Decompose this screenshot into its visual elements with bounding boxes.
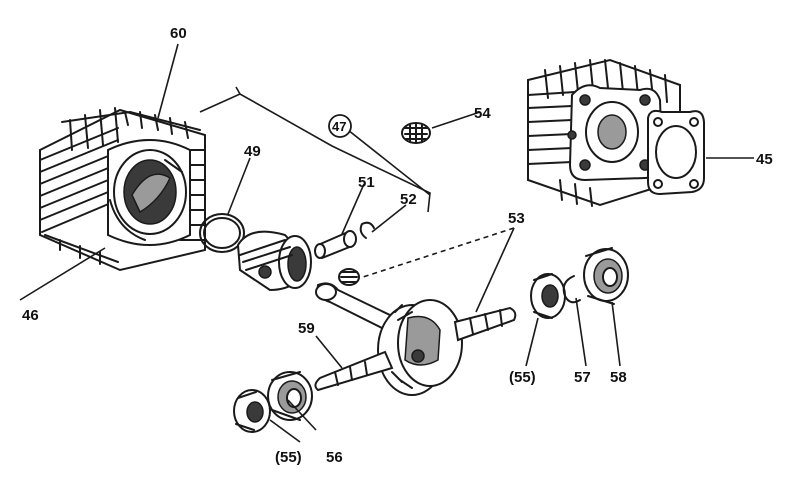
bearing-right-outer (530, 273, 566, 319)
kit-circle (328, 114, 352, 138)
needle-bearing-small (401, 122, 431, 144)
crankshaft-assembly (314, 268, 517, 396)
label-60: 60 (170, 25, 187, 42)
cylinder-left (39, 107, 206, 272)
piston-pin (314, 230, 357, 260)
piston-ring (199, 213, 245, 253)
bearing-left (267, 371, 313, 421)
bearing-left-outer (233, 389, 271, 433)
label-57: 57 (574, 369, 591, 386)
leader-lines (19, 43, 754, 443)
label-55-right: (55) (509, 369, 536, 386)
label-46: 46 (22, 307, 39, 324)
label-52: 52 (400, 191, 417, 208)
pin-clip (359, 221, 375, 239)
bearing-right (583, 247, 629, 305)
label-53: 53 (508, 210, 525, 227)
label-49: 49 (244, 143, 261, 160)
cylinder-head-right (527, 58, 681, 207)
label-47: 47 (332, 119, 346, 134)
label-56: 56 (326, 449, 343, 466)
label-45: 45 (756, 151, 773, 168)
circlip (562, 275, 581, 304)
label-54: 54 (474, 105, 491, 122)
label-51: 51 (358, 174, 375, 191)
piston (236, 230, 312, 292)
head-gasket (647, 109, 705, 196)
label-58: 58 (610, 369, 627, 386)
label-59: 59 (298, 320, 315, 337)
label-55-left: (55) (275, 449, 302, 466)
